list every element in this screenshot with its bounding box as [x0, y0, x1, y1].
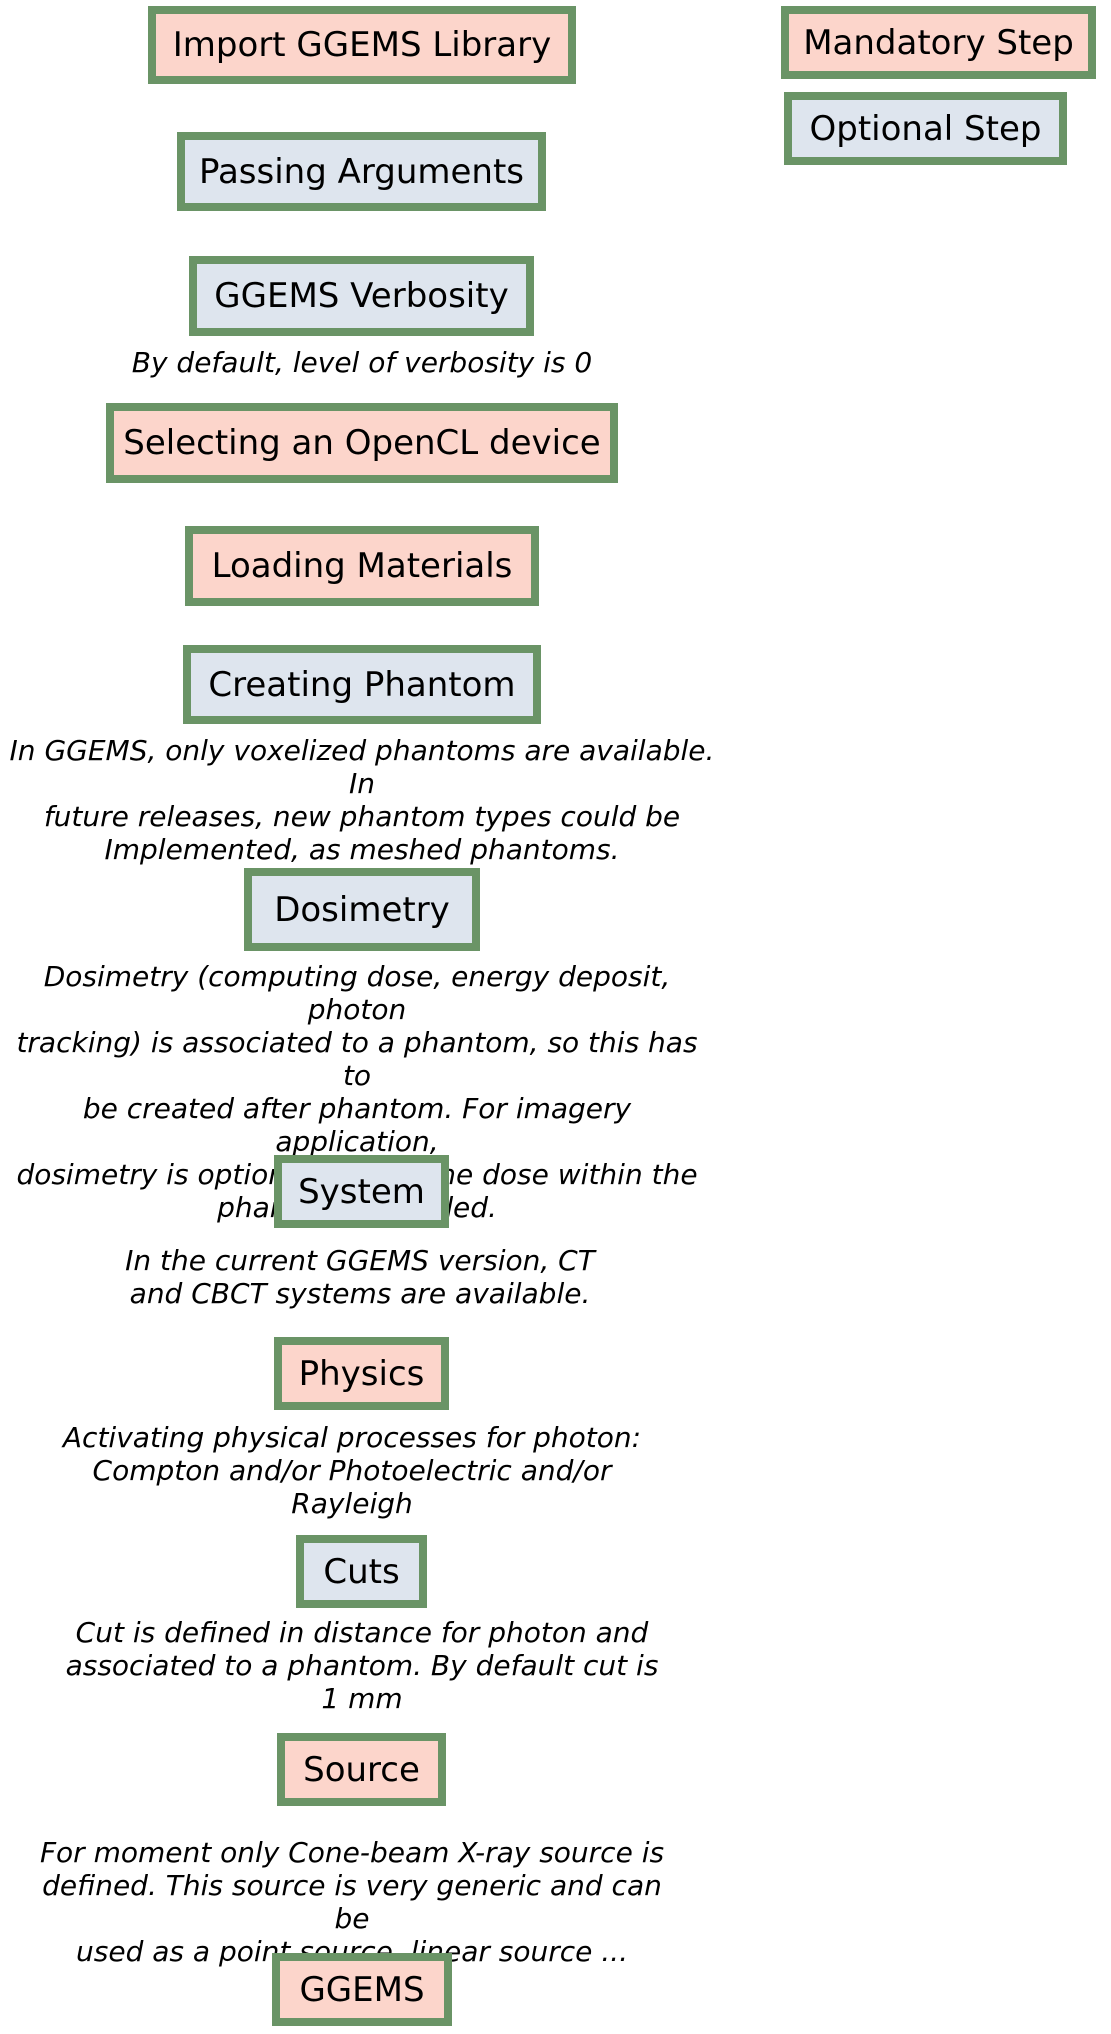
legend-mandatory-label: Mandatory Step	[803, 22, 1074, 63]
step-loading-materials: Loading Materials	[185, 526, 539, 606]
step-dosimetry: Dosimetry	[244, 868, 480, 951]
step-ggems: GGEMS	[272, 1953, 452, 2026]
step-selecting-opencl-device: Selecting an OpenCL device	[106, 403, 618, 483]
step-cuts: Cuts	[296, 1535, 427, 1608]
legend-mandatory-step: Mandatory Step	[781, 6, 1096, 79]
step-label: Source	[303, 1749, 420, 1790]
step-label: Cuts	[323, 1551, 400, 1592]
step-creating-phantom: Creating Phantom	[183, 645, 541, 724]
step-physics: Physics	[274, 1337, 449, 1410]
note-source: For moment only Cone-beam X-ray source i…	[39, 1836, 665, 1968]
note-system: In the current GGEMS version, CT and CBC…	[125, 1244, 595, 1310]
step-label: Loading Materials	[211, 546, 513, 586]
step-label: Import GGEMS Library	[172, 25, 552, 65]
step-label: GGEMS	[299, 1969, 425, 2010]
step-label: System	[298, 1171, 425, 1212]
step-label: Physics	[298, 1353, 425, 1394]
step-label: Creating Phantom	[208, 664, 516, 705]
step-ggems-verbosity: GGEMS Verbosity	[189, 256, 534, 336]
step-label: Dosimetry	[274, 889, 450, 930]
step-passing-arguments: Passing Arguments	[177, 132, 546, 211]
note-creating-phantom: In GGEMS, only voxelized phantoms are av…	[9, 734, 715, 866]
legend-optional-label: Optional Step	[809, 108, 1042, 149]
legend-optional-step: Optional Step	[784, 92, 1067, 165]
step-import-ggems-library: Import GGEMS Library	[148, 6, 576, 84]
step-source: Source	[277, 1733, 446, 1806]
note-cuts: Cut is defined in distance for photon an…	[65, 1616, 659, 1715]
step-label: Selecting an OpenCL device	[123, 423, 601, 463]
step-label: Passing Arguments	[198, 151, 525, 192]
step-system: System	[274, 1155, 449, 1228]
step-label: GGEMS Verbosity	[214, 276, 509, 316]
note-physics: Activating physical processes for photon…	[62, 1421, 642, 1520]
note-verbosity: By default, level of verbosity is 0	[131, 346, 593, 379]
